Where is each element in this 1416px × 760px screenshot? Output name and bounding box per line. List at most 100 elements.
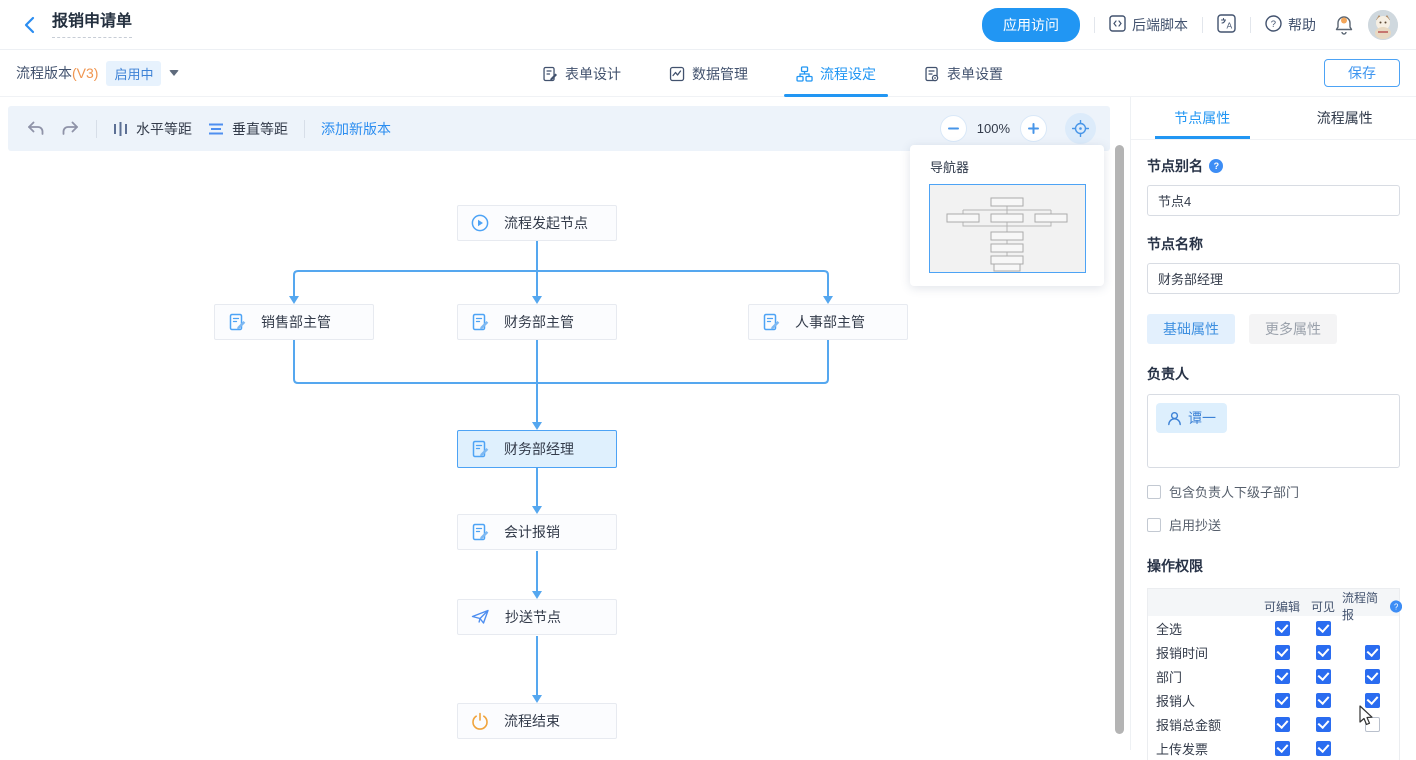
permission-row: 部门 xyxy=(1148,664,1399,688)
form-settings-icon xyxy=(924,66,940,82)
tab-node-properties[interactable]: 节点属性 xyxy=(1131,97,1274,139)
tab-label: 流程设定 xyxy=(820,64,876,84)
sub-header: 流程版本 (V3) 启用中 表单设计 数据管理 流程设定 表单设置 保存 xyxy=(0,50,1416,97)
tab-flow-properties[interactable]: 流程属性 xyxy=(1274,97,1416,139)
owner-select-box[interactable]: 谭一 xyxy=(1147,394,1400,468)
node-alias-input[interactable] xyxy=(1147,185,1400,216)
svg-text:A: A xyxy=(1227,20,1233,30)
help-circle-icon[interactable]: ? xyxy=(1209,159,1223,173)
node-label: 财务部主管 xyxy=(504,312,574,332)
user-avatar[interactable] xyxy=(1368,10,1398,40)
permission-row: 上传发票 xyxy=(1148,736,1399,760)
save-button[interactable]: 保存 xyxy=(1324,59,1400,87)
more-properties-button[interactable]: 更多属性 xyxy=(1249,314,1337,344)
checkbox-label: 启用抄送 xyxy=(1169,515,1221,534)
svg-text:?: ? xyxy=(1394,602,1399,611)
divider xyxy=(1094,17,1095,33)
svg-text:?: ? xyxy=(1214,161,1220,171)
page-title[interactable]: 报销申请单 xyxy=(52,12,132,38)
node-label: 流程发起节点 xyxy=(504,213,588,233)
flow-node-start[interactable]: 流程发起节点 xyxy=(457,205,617,241)
properties-panel: 节点属性 流程属性 节点别名 ? 节点名称 基础属性 更多属性 负责人 谭一 xyxy=(1130,97,1416,750)
form-icon xyxy=(762,313,780,331)
version-selector[interactable]: 流程版本 (V3) 启用中 xyxy=(16,61,179,86)
tab-label: 表单设计 xyxy=(565,64,621,84)
flow-canvas[interactable]: 水平等距 垂直等距 添加新版本 100% 导航器 xyxy=(0,97,1130,750)
node-label: 抄送节点 xyxy=(505,607,561,627)
divider xyxy=(1250,17,1251,33)
basic-properties-button[interactable]: 基础属性 xyxy=(1147,314,1235,344)
checkbox-editable[interactable] xyxy=(1275,741,1290,756)
flow-node-end[interactable]: 流程结束 xyxy=(457,703,617,739)
checkbox-visible[interactable] xyxy=(1316,717,1331,732)
question-circle-icon: ? xyxy=(1265,15,1282,35)
permissions-header: 可编辑 可见 流程简报 ? xyxy=(1148,589,1399,616)
tab-form-settings[interactable]: 表单设置 xyxy=(924,50,1003,97)
checkbox-visible[interactable] xyxy=(1316,621,1331,636)
help-button[interactable]: ? 帮助 xyxy=(1265,15,1316,35)
checkbox-editable[interactable] xyxy=(1275,717,1290,732)
checkbox-label: 包含负责人下级子部门 xyxy=(1169,482,1299,501)
checkbox-brief[interactable] xyxy=(1365,669,1380,684)
checkbox-visible[interactable] xyxy=(1316,645,1331,660)
help-circle-icon[interactable]: ? xyxy=(1390,600,1402,613)
tab-data-management[interactable]: 数据管理 xyxy=(669,50,748,97)
navigator-title: 导航器 xyxy=(910,145,1104,184)
owner-tag[interactable]: 谭一 xyxy=(1156,403,1227,433)
version-tag: (V3) xyxy=(72,65,98,81)
flow-node-sales-supervisor[interactable]: 销售部主管 xyxy=(214,304,374,340)
checkbox-visible[interactable] xyxy=(1316,669,1331,684)
owner-name: 谭一 xyxy=(1188,408,1216,428)
checkbox-visible[interactable] xyxy=(1316,741,1331,756)
node-name-label: 节点名称 xyxy=(1147,234,1400,254)
node-label: 人事部主管 xyxy=(795,312,865,332)
navigator-minimap[interactable] xyxy=(929,184,1086,273)
back-icon[interactable] xyxy=(18,14,40,36)
tab-form-design[interactable]: 表单设计 xyxy=(542,50,621,97)
enable-cc-checkbox[interactable]: 启用抄送 xyxy=(1147,515,1400,534)
col-visible: 可见 xyxy=(1304,598,1342,615)
tab-flow-settings[interactable]: 流程设定 xyxy=(796,50,876,97)
chevron-down-icon xyxy=(169,70,179,76)
checkbox-brief[interactable] xyxy=(1365,717,1380,732)
plane-icon xyxy=(471,608,490,626)
language-button[interactable]: A xyxy=(1217,14,1236,36)
permission-row: 报销总金额 xyxy=(1148,712,1399,736)
language-icon: A xyxy=(1217,14,1236,36)
status-badge: 启用中 xyxy=(106,61,161,86)
navigator-panel: 导航器 xyxy=(910,145,1104,286)
flow-node-accounting[interactable]: 会计报销 xyxy=(457,514,617,550)
top-header: 报销申请单 应用访问 后端脚本 A ? 帮助 xyxy=(0,0,1416,50)
flow-node-finance-supervisor[interactable]: 财务部主管 xyxy=(457,304,617,340)
flow-node-hr-supervisor[interactable]: 人事部主管 xyxy=(748,304,908,340)
flow-node-cc[interactable]: 抄送节点 xyxy=(457,599,617,635)
checkbox-editable[interactable] xyxy=(1275,621,1290,636)
permissions-title: 操作权限 xyxy=(1147,556,1400,576)
checkbox-brief[interactable] xyxy=(1365,693,1380,708)
col-editable: 可编辑 xyxy=(1260,598,1304,615)
checkbox-brief[interactable] xyxy=(1365,645,1380,660)
checkbox-editable[interactable] xyxy=(1275,693,1290,708)
include-sub-dept-checkbox[interactable]: 包含负责人下级子部门 xyxy=(1147,482,1400,501)
checkbox-visible[interactable] xyxy=(1316,693,1331,708)
permission-row: 报销人 xyxy=(1148,688,1399,712)
help-label: 帮助 xyxy=(1288,15,1316,35)
form-icon xyxy=(471,523,489,541)
flow-node-finance-manager[interactable]: 财务部经理 xyxy=(457,430,617,468)
divider xyxy=(1202,17,1203,33)
play-icon xyxy=(471,214,489,232)
node-name-input[interactable] xyxy=(1147,263,1400,294)
permissions-table: 可编辑 可见 流程简报 ? 全选 报销时间 部门 xyxy=(1147,588,1400,760)
backend-script-button[interactable]: 后端脚本 xyxy=(1109,15,1188,35)
node-label: 销售部主管 xyxy=(261,312,331,332)
svg-text:?: ? xyxy=(1271,19,1276,30)
backend-script-label: 后端脚本 xyxy=(1132,15,1188,35)
checkbox-editable[interactable] xyxy=(1275,645,1290,660)
permission-row: 报销时间 xyxy=(1148,640,1399,664)
app-access-button[interactable]: 应用访问 xyxy=(982,8,1080,42)
notification-bell-icon[interactable] xyxy=(1334,14,1354,35)
checkbox-icon xyxy=(1147,485,1161,499)
node-label: 流程结束 xyxy=(504,711,560,731)
person-icon xyxy=(1167,411,1182,426)
checkbox-editable[interactable] xyxy=(1275,669,1290,684)
